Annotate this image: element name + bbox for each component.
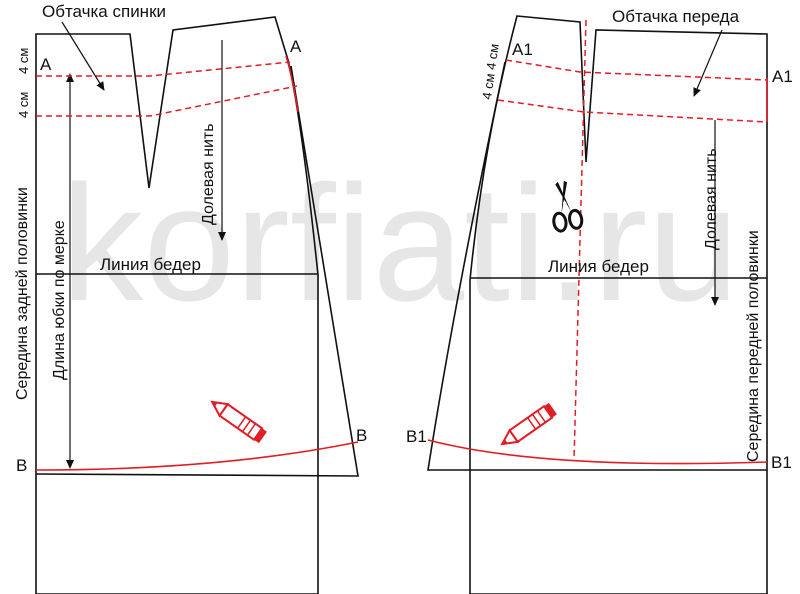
back-point-a-right: A — [290, 37, 302, 56]
back-width-bottom-label: 4 см — [16, 92, 31, 118]
scissors-icon — [552, 180, 584, 233]
pencil-icon — [210, 400, 267, 444]
back-hip-label: Линия бедер — [100, 255, 201, 274]
back-facing-top-line — [36, 61, 291, 77]
back-width-top-label: 4 см — [16, 48, 31, 74]
back-point-b-right: B — [356, 426, 367, 445]
back-point-b-left: B — [16, 456, 27, 475]
front-point-b1-right: B1 — [771, 453, 792, 472]
front-hem-curve — [427, 439, 768, 465]
back-hem-curve — [35, 441, 359, 471]
back-facing-label: Обтачка спинки — [42, 2, 166, 21]
back-panel-outline — [35, 16, 319, 594]
back-facing-leader — [61, 21, 105, 91]
watermark: korfiati.ru — [61, 151, 740, 335]
front-point-b1-left: B1 — [406, 427, 427, 446]
back-center-label: Середина задней половинки — [14, 187, 31, 400]
front-grain-label: Долевая нить — [703, 148, 720, 250]
back-facing-bottom-line — [36, 85, 298, 117]
front-point-a1-right: A1 — [772, 67, 793, 86]
front-flare-line — [427, 61, 767, 471]
front-facing-label: Обтачка переда — [612, 7, 740, 26]
front-cut-line — [573, 19, 587, 461]
front-center-label: Середина передней половинки — [745, 230, 762, 462]
front-facing-leader — [693, 29, 723, 97]
pencil-icon — [500, 402, 557, 446]
back-length-label: Длина юбки по мерке — [51, 220, 68, 380]
back-panel: Обтачка спинки Долевая нить Линия бедер … — [14, 2, 367, 594]
back-grain-label: Долевая нить — [200, 123, 217, 225]
front-facing-bottom-line — [497, 99, 768, 123]
back-point-a-left: A — [40, 55, 52, 74]
front-hip-label: Линия бедер — [548, 257, 649, 276]
front-point-a1-left: A1 — [512, 40, 533, 59]
front-facing-top-line — [505, 59, 768, 81]
back-facing-side-edge — [285, 55, 299, 113]
